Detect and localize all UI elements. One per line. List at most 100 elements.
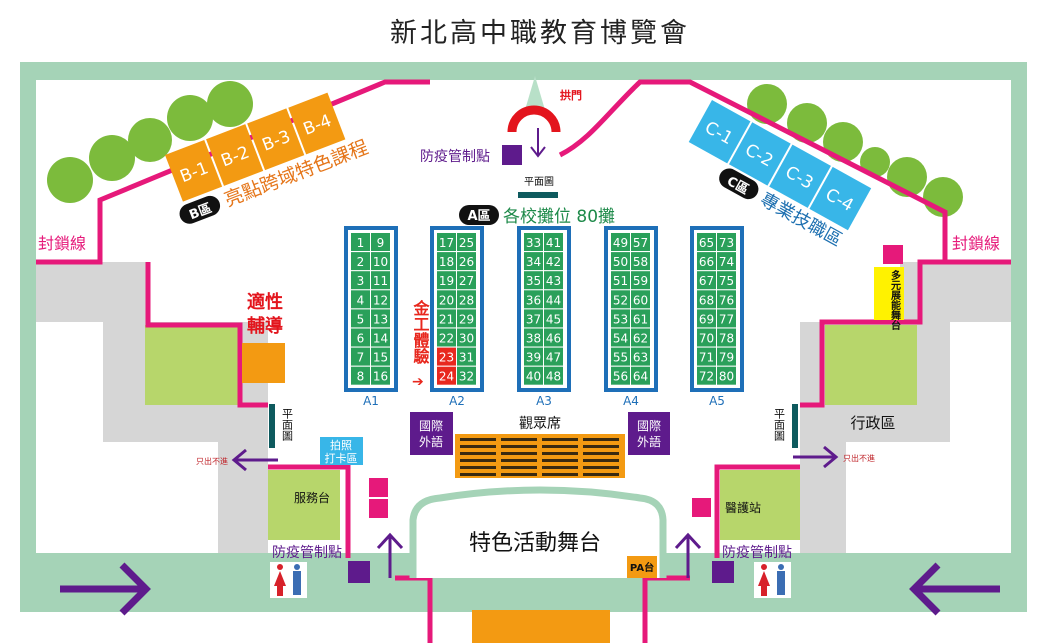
booth-4[interactable] <box>351 290 370 309</box>
booth-2[interactable] <box>351 252 370 271</box>
booth-44[interactable] <box>544 290 563 309</box>
booth-16[interactable] <box>371 366 390 385</box>
floorplan-board-right[interactable] <box>792 404 798 448</box>
booth-29[interactable] <box>457 309 476 328</box>
booth-45[interactable] <box>544 309 563 328</box>
booth-77[interactable] <box>717 309 736 328</box>
booth-14[interactable] <box>371 328 390 347</box>
booth-19[interactable] <box>437 271 456 290</box>
booth-21[interactable] <box>437 309 456 328</box>
booth-57[interactable] <box>631 233 650 251</box>
booth-28[interactable] <box>457 290 476 309</box>
booth-80[interactable] <box>717 366 736 385</box>
booth-47[interactable] <box>544 347 563 366</box>
booth-6[interactable] <box>351 328 370 347</box>
photo-label-1: 拍照 <box>330 438 352 452</box>
booth-64[interactable] <box>631 366 650 385</box>
booth-15[interactable] <box>371 347 390 366</box>
booth-58[interactable] <box>631 252 650 271</box>
booth-17[interactable] <box>437 233 456 251</box>
pa-booth <box>627 556 657 578</box>
floorplan-board-top[interactable] <box>518 192 558 198</box>
booth-63[interactable] <box>631 347 650 366</box>
metalwork-label: 金工體驗 <box>411 299 431 365</box>
page-title: 新北高中職教育博覽會 <box>390 18 690 49</box>
booth-5[interactable] <box>351 309 370 328</box>
booth-61[interactable] <box>631 309 650 328</box>
booth-34[interactable] <box>524 252 543 271</box>
booth-69[interactable] <box>697 309 716 328</box>
booth-74[interactable] <box>717 252 736 271</box>
booth-number: 5 <box>357 312 365 326</box>
booth-3[interactable] <box>351 271 370 290</box>
booth-1[interactable] <box>351 233 370 251</box>
booth-48[interactable] <box>544 366 563 385</box>
booth-22[interactable] <box>437 328 456 347</box>
booth-71[interactable] <box>697 347 716 366</box>
booth-41[interactable] <box>544 233 563 251</box>
booth-18[interactable] <box>437 252 456 271</box>
booth-50[interactable] <box>611 252 630 271</box>
booth-9[interactable] <box>371 233 390 251</box>
booth-23[interactable] <box>437 347 456 366</box>
booth-40[interactable] <box>524 366 543 385</box>
booth-39[interactable] <box>524 347 543 366</box>
booth-51[interactable] <box>611 271 630 290</box>
restroom-icon-right <box>754 562 791 598</box>
booth-10[interactable] <box>371 252 390 271</box>
booth-42[interactable] <box>544 252 563 271</box>
service-desk-label: 服務台 <box>294 490 330 505</box>
booth-52[interactable] <box>611 290 630 309</box>
booth-11[interactable] <box>371 271 390 290</box>
booth-31[interactable] <box>457 347 476 366</box>
booth-53[interactable] <box>611 309 630 328</box>
booth-25[interactable] <box>457 233 476 251</box>
booth-62[interactable] <box>631 328 650 347</box>
booth-27[interactable] <box>457 271 476 290</box>
booth-46[interactable] <box>544 328 563 347</box>
booth-75[interactable] <box>717 271 736 290</box>
booth-67[interactable] <box>697 271 716 290</box>
booth-60[interactable] <box>631 290 650 309</box>
booth-76[interactable] <box>717 290 736 309</box>
booth-72[interactable] <box>697 366 716 385</box>
intl-lang-right-2: 外語 <box>637 434 661 449</box>
booth-66[interactable] <box>697 252 716 271</box>
photo-label-2: 打卡區 <box>325 451 358 465</box>
booth-54[interactable] <box>611 328 630 347</box>
booth-36[interactable] <box>524 290 543 309</box>
booth-24[interactable] <box>437 366 456 385</box>
booth-49[interactable] <box>611 233 630 251</box>
booth-13[interactable] <box>371 309 390 328</box>
booth-73[interactable] <box>717 233 736 251</box>
booth-number: 10 <box>373 255 388 269</box>
booth-56[interactable] <box>611 366 630 385</box>
booth-7[interactable] <box>351 347 370 366</box>
booth-78[interactable] <box>717 328 736 347</box>
pink-booth <box>369 478 388 497</box>
booth-70[interactable] <box>697 328 716 347</box>
booth-38[interactable] <box>524 328 543 347</box>
booth-65[interactable] <box>697 233 716 251</box>
booth-59[interactable] <box>631 271 650 290</box>
booth-55[interactable] <box>611 347 630 366</box>
booth-35[interactable] <box>524 271 543 290</box>
booth-number: 24 <box>439 370 454 384</box>
booth-8[interactable] <box>351 366 370 385</box>
booth-43[interactable] <box>544 271 563 290</box>
booth-68[interactable] <box>697 290 716 309</box>
booth-26[interactable] <box>457 252 476 271</box>
booth-20[interactable] <box>437 290 456 309</box>
booth-number: 47 <box>546 351 561 365</box>
floorplan-board-left[interactable] <box>269 404 275 448</box>
booth-37[interactable] <box>524 309 543 328</box>
booth-33[interactable] <box>524 233 543 251</box>
booth-number: 55 <box>613 351 628 365</box>
booth-32[interactable] <box>457 366 476 385</box>
booth-number: 53 <box>613 312 628 326</box>
booth-12[interactable] <box>371 290 390 309</box>
booth-79[interactable] <box>717 347 736 366</box>
booth-number: 67 <box>699 274 714 288</box>
booth-30[interactable] <box>457 328 476 347</box>
